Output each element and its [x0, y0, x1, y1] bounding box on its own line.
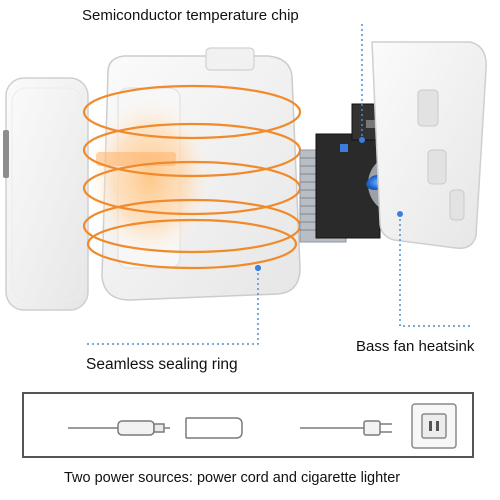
wall-socket-icon [411, 403, 457, 449]
callout-fan [399, 214, 470, 327]
ac-plug-icon [363, 420, 392, 436]
sealing-ring-label: Seamless sealing ring [86, 356, 238, 373]
back-cover [371, 41, 487, 249]
heat-ring [82, 84, 302, 140]
callout-ring-dot [255, 265, 261, 271]
power-sources-box [22, 392, 474, 458]
heat-ring [86, 218, 298, 270]
power-accessories [68, 403, 457, 449]
power-sources-caption: Two power sources: power cord and cigare… [64, 470, 401, 486]
fan-heatsink-label: Bass fan heatsink [356, 338, 475, 355]
callout-chip-dot [359, 137, 365, 143]
power-cord-icon [186, 417, 243, 439]
callout-fan-dot [397, 211, 403, 217]
callout-ring [86, 268, 259, 345]
fridge-door [3, 77, 89, 311]
cigarette-lighter-plug-icon [117, 420, 170, 436]
callout-lines [86, 24, 470, 345]
chip-label: Semiconductor temperature chip [82, 7, 299, 24]
